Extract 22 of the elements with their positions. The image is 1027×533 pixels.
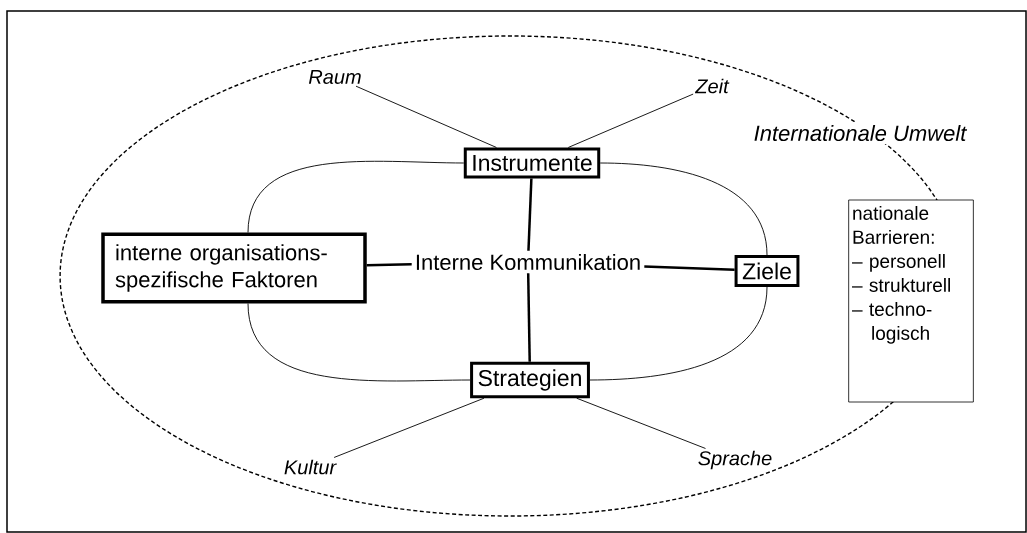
note-box: nationale Barrieren: – personell – strukturell – techno- logisch	[848, 199, 974, 403]
connector-line	[247, 160, 465, 233]
process-box: interne organisations- spezifische Faktoren	[101, 232, 367, 304]
process-box: Strategien	[470, 361, 590, 399]
process-box: Instrumente	[463, 147, 601, 179]
connector-line	[599, 162, 768, 256]
connector-line	[527, 178, 533, 251]
connector-line	[333, 397, 485, 458]
connector-line	[366, 263, 412, 267]
connector-line	[644, 265, 735, 272]
connector-line	[576, 397, 706, 449]
connector-line	[526, 273, 531, 362]
connector-line	[567, 93, 694, 148]
center-label: Interne Kommunikation	[416, 253, 640, 271]
factor-label: Sprache	[698, 450, 772, 470]
connector-line	[355, 85, 497, 148]
factor-label: Kultur	[284, 459, 337, 475]
process-box: Ziele	[734, 255, 800, 287]
connector-line	[247, 303, 471, 382]
connector-line	[589, 286, 768, 381]
factor-label: Raum	[308, 70, 361, 84]
factor-label: Zeit	[694, 78, 730, 94]
